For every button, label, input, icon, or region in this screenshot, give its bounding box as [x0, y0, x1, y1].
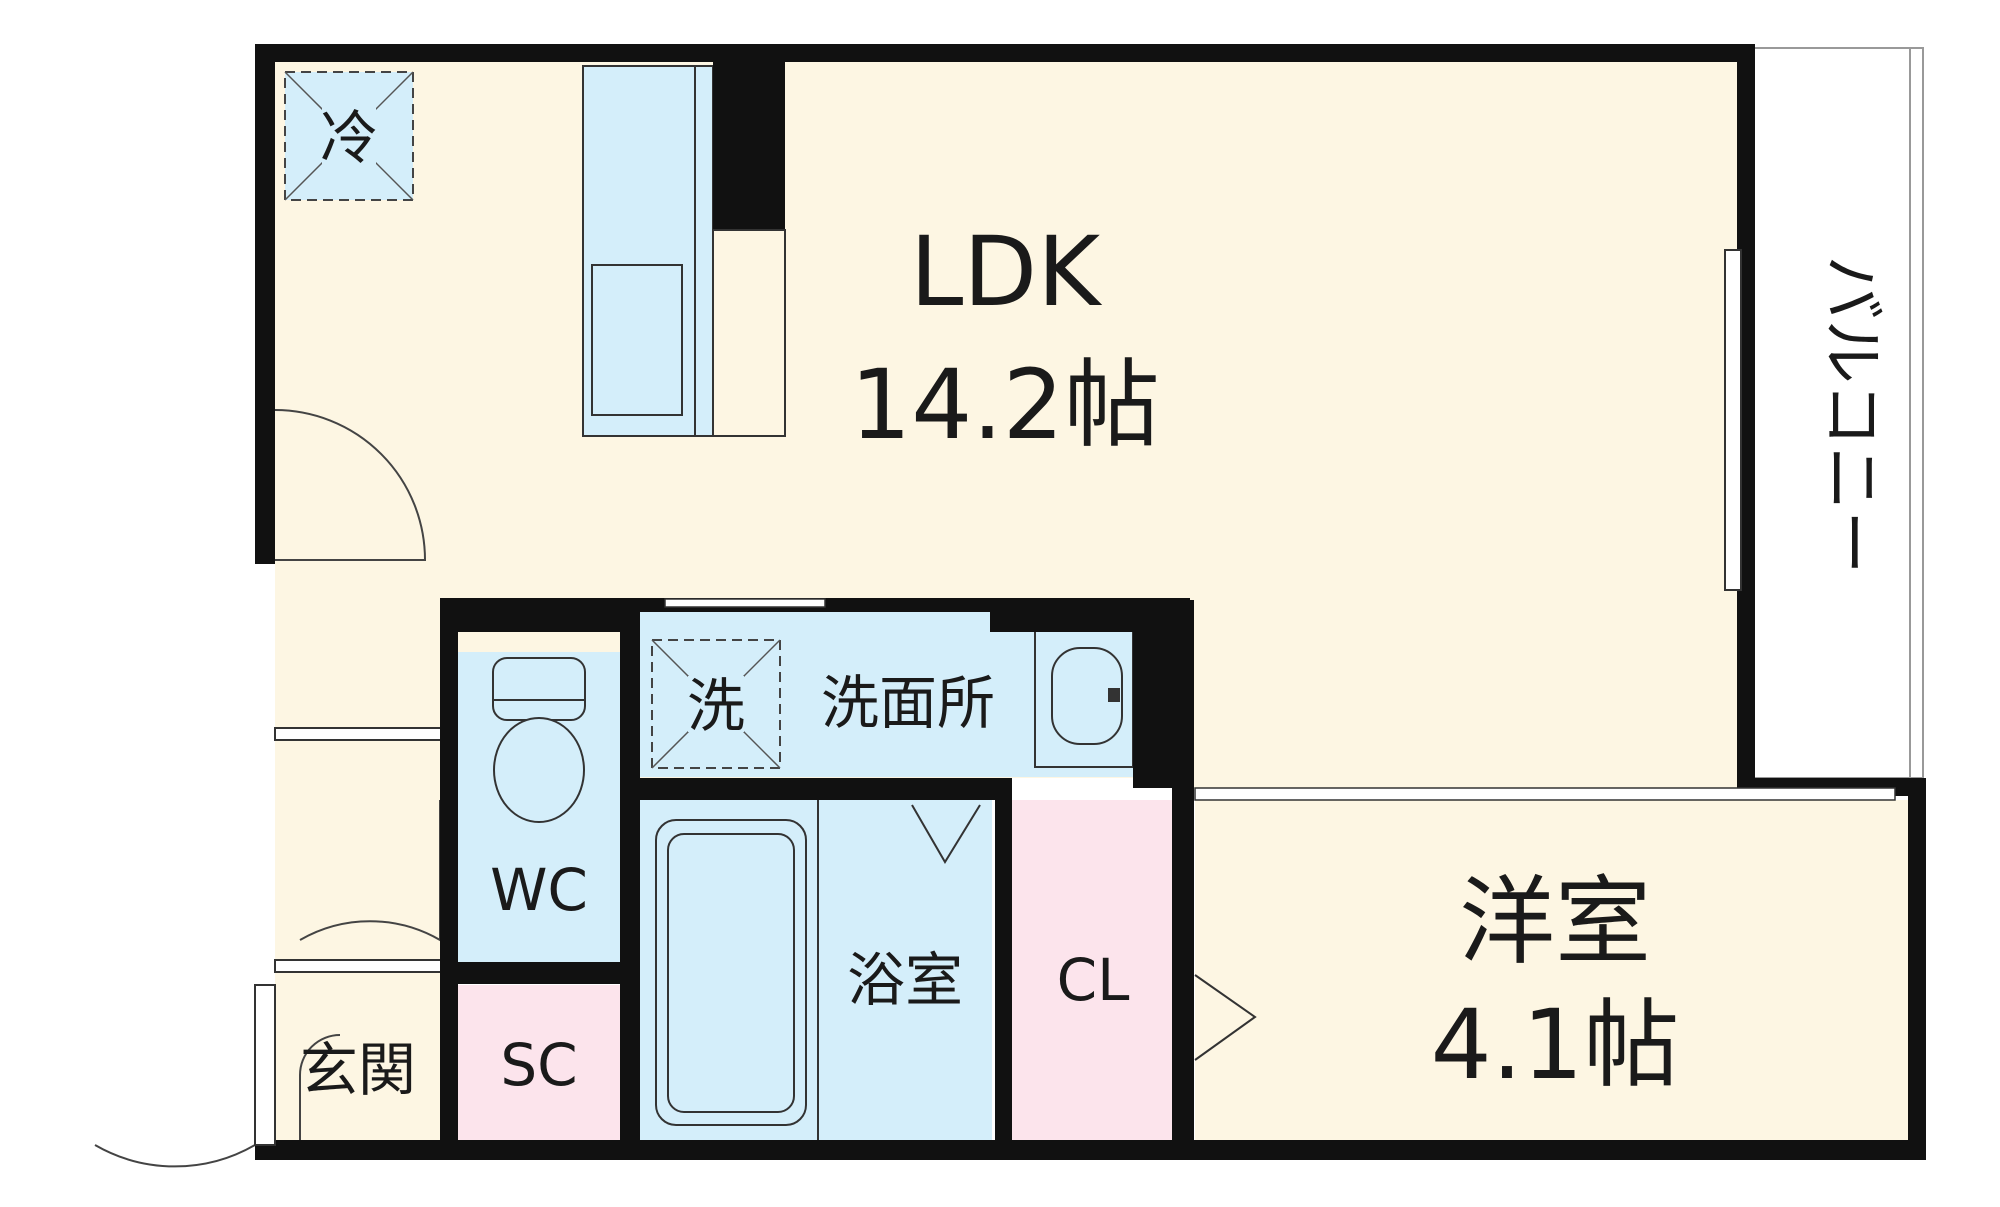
- toilet-tank: [492, 657, 586, 721]
- ldk-name: LDK: [910, 216, 1102, 328]
- hall-door-frame-2: [274, 959, 446, 973]
- entrance-wall-post: [254, 984, 276, 1146]
- entrance-door-swing: [94, 985, 256, 1168]
- closet-floor: [1012, 800, 1175, 1140]
- hall-door-swing-2: [299, 800, 441, 942]
- washer-label: 洗: [687, 672, 745, 740]
- hall-door-swing-1: [274, 409, 427, 561]
- bathtub-inner: [667, 833, 795, 1113]
- washroom-sliding-door: [664, 598, 826, 608]
- hall-floor: [275, 560, 445, 1140]
- western-room-name: 洋室: [1459, 866, 1651, 978]
- bath-name: 浴室: [847, 946, 963, 1014]
- western-sliding-door: [1194, 787, 1896, 801]
- western-room-floor: [1195, 800, 1910, 1140]
- entrance-step: [299, 1034, 341, 1140]
- ldk-size: 14.2帖: [850, 349, 1160, 461]
- kitchen-side-panel: [712, 229, 786, 437]
- faucet-icon: [1108, 688, 1120, 702]
- bath-door-icon: [911, 804, 981, 864]
- kitchen-wall-column: [713, 48, 785, 230]
- western-room-size: 4.1帖: [1431, 989, 1680, 1101]
- ldk-floor-lower: [1190, 600, 1737, 790]
- balcony-floor: [1749, 47, 1924, 779]
- hall-door-frame-1: [274, 727, 446, 741]
- entrance-name: 玄関: [300, 1036, 416, 1104]
- toilet-name: WC: [490, 856, 588, 924]
- toilet-bowl-icon: [493, 717, 585, 823]
- closet-name: CL: [1057, 946, 1130, 1014]
- ldk-window: [1724, 249, 1742, 591]
- closet-door-icon: [1194, 974, 1257, 1061]
- kitchen-sink: [591, 264, 683, 416]
- shoe-closet-name: SC: [500, 1031, 577, 1099]
- balcony-name: バルコニー: [1814, 256, 1888, 575]
- fridge-label: 冷: [320, 104, 378, 172]
- walls: [255, 44, 1926, 1160]
- shoe-closet-floor: [458, 985, 620, 1140]
- washroom-name: 洗面所: [821, 669, 995, 737]
- washbasin-icon: [1051, 647, 1123, 745]
- bathtub-icon: [655, 819, 807, 1126]
